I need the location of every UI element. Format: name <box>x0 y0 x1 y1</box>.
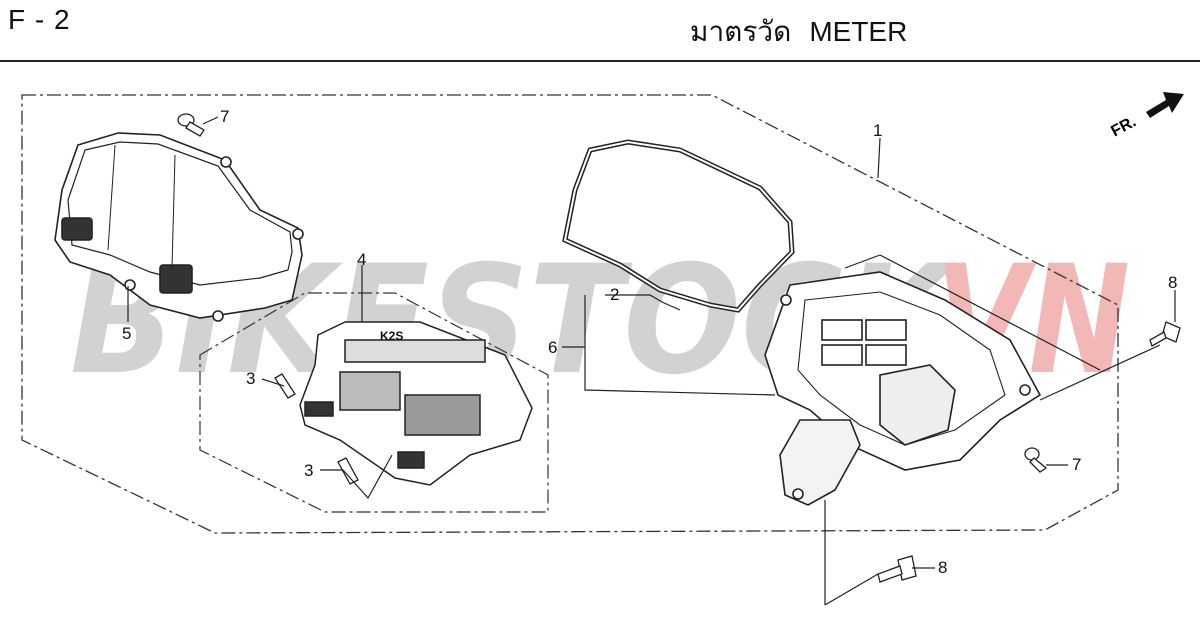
callout-7-right: 7 <box>1072 455 1081 474</box>
svg-text:K2S: K2S <box>380 329 403 343</box>
page-title: มาตรวัด METER <box>690 10 907 54</box>
leader-lines <box>127 116 1176 606</box>
title-thai: มาตรวัด <box>690 16 792 47</box>
bolt-part-8-right <box>1149 321 1181 347</box>
meter-housing-part-1 <box>764 271 1042 506</box>
callout-8-right: 8 <box>1168 273 1177 292</box>
meter-cover-part-5 <box>54 132 304 322</box>
callouts: 1 2 3 3 4 5 6 7 7 8 8 <box>122 107 1177 577</box>
callout-4: 4 <box>357 250 366 269</box>
front-direction-arrow: FR. <box>1108 92 1184 140</box>
screw-part-7-top <box>177 113 205 137</box>
arrow-icon <box>1146 92 1184 118</box>
header-divider <box>0 60 1200 62</box>
title-english: METER <box>809 16 908 47</box>
callout-1: 1 <box>873 121 882 140</box>
meter-board-part-4: K2S <box>299 321 533 486</box>
callout-3-lower: 3 <box>304 461 313 480</box>
figure-code: F - 2 <box>8 4 71 35</box>
screw-part-7-right <box>1024 447 1048 473</box>
subassembly-outline-4 <box>199 292 549 513</box>
front-label: FR. <box>1108 113 1139 140</box>
bolt-part-8-bottom <box>877 555 917 583</box>
seal-inner-line <box>563 140 794 312</box>
callout-3-upper: 3 <box>246 369 255 388</box>
screw-part-3-upper <box>274 373 296 399</box>
callout-2: 2 <box>610 285 619 304</box>
callout-7-top: 7 <box>220 107 229 126</box>
callout-8-bottom: 8 <box>938 558 947 577</box>
screw-part-3-lower <box>337 457 359 485</box>
callout-6: 6 <box>548 338 557 357</box>
callout-5: 5 <box>122 324 131 343</box>
